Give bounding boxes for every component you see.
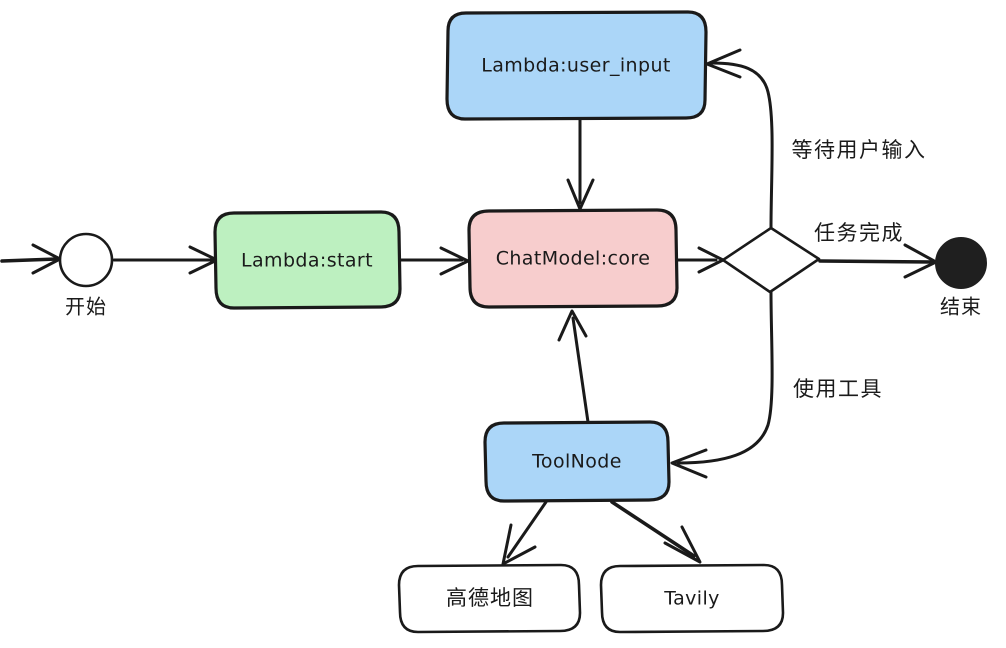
node-start[interactable]: 开始 [58, 232, 114, 319]
edge-label-use-tools: 使用工具 [793, 377, 883, 401]
edge-chatmodel-to-choice [675, 246, 725, 274]
node-toolnode-label: ToolNode [531, 451, 622, 473]
node-lambda-user-input[interactable]: Lambda:user_input [445, 10, 708, 121]
node-start-label: 开始 [65, 295, 107, 319]
edge-label-wait-user-input: 等待用户输入 [792, 138, 927, 162]
node-lambda-user-input-label: Lambda:user_input [481, 55, 671, 77]
node-end-label: 结束 [940, 295, 982, 319]
edge-choice-to-end [818, 243, 938, 279]
node-amap-label: 高德地图 [446, 586, 534, 610]
node-tavily-label: Tavily [663, 588, 720, 610]
node-tavily[interactable]: Tavily [599, 563, 785, 634]
edge-toolnode-to-tavily [610, 500, 702, 564]
edge-lambda-start-to-chatmodel [398, 246, 470, 276]
edge-toolnode-to-chatmodel [557, 309, 590, 424]
edge-user-input-to-chatmodel [566, 117, 595, 211]
edge-label-task-complete: 任务完成 [814, 221, 904, 245]
node-toolnode[interactable]: ToolNode [483, 420, 671, 503]
edge-choice-to-user-input [705, 48, 774, 230]
edge-start-to-lambda-start [112, 245, 219, 275]
node-amap[interactable]: 高德地图 [397, 563, 582, 634]
node-chatmodel-core-label: ChatModel:core [496, 248, 651, 270]
edge-choice-to-toolnode [670, 290, 774, 479]
node-lambda-start[interactable]: Lambda:start [213, 210, 402, 310]
node-chatmodel-core[interactable]: ChatModel:core [467, 208, 679, 309]
edge-entry-to-start [0, 243, 62, 275]
node-end[interactable]: 结束 [935, 237, 987, 319]
edge-toolnode-to-amap [501, 500, 548, 566]
node-decision-diamond[interactable] [721, 226, 821, 294]
node-lambda-start-label: Lambda:start [241, 250, 373, 272]
